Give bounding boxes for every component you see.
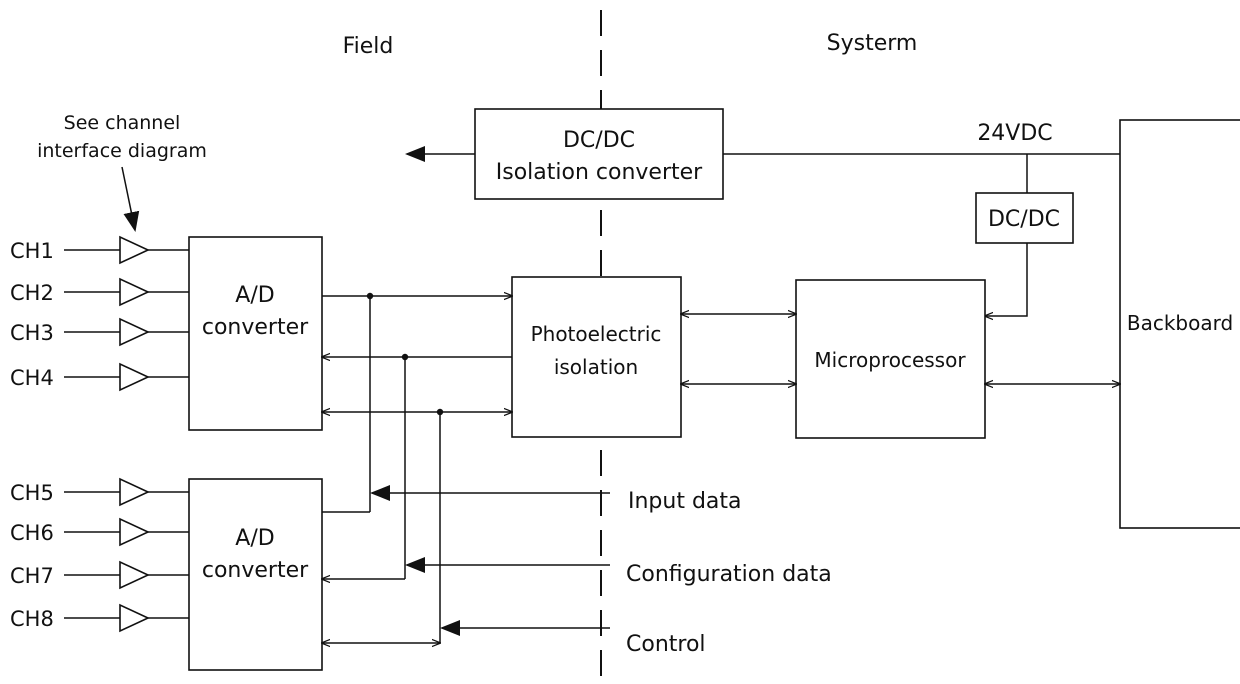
channel-label: CH5 — [10, 481, 54, 505]
buffer-amplifier-icon — [119, 560, 150, 590]
local-dcdc-block — [975, 192, 1074, 244]
input-data-label: Input data — [628, 489, 742, 514]
config-data-label: Configuration data — [626, 562, 832, 587]
channel-1: CH1 — [10, 235, 189, 265]
channel-label: CH8 — [10, 607, 54, 631]
channel-label: CH1 — [10, 239, 54, 263]
channel-label: CH2 — [10, 281, 54, 305]
dcdc-to-micro-line — [985, 243, 1028, 316]
isolation-converter-block — [474, 108, 724, 200]
adc-top-line1: A/D — [235, 283, 274, 308]
channel-4: CH4 — [10, 362, 189, 392]
photoelectric-isolation-block — [511, 276, 682, 438]
microprocessor-label: Microprocessor — [814, 348, 966, 372]
backboard-label: Backboard — [1127, 311, 1233, 335]
buffer-amplifier-icon — [119, 277, 150, 307]
buffer-amplifier-icon — [119, 235, 150, 265]
buffer-amplifier-icon — [119, 317, 150, 347]
microprocessor-block — [795, 279, 986, 439]
photo-line1: Photoelectric — [531, 322, 662, 346]
channel-label: CH6 — [10, 521, 54, 545]
channel-note-line2: interface diagram — [37, 140, 207, 162]
adc-bottom-line2: converter — [202, 558, 309, 583]
photo-line2: isolation — [554, 355, 638, 379]
isolation-converter-line1: DC/DC — [563, 128, 635, 153]
buffer-amplifier-icon — [119, 362, 150, 392]
adc-top-block — [188, 236, 323, 431]
isolation-converter-line2: Isolation converter — [496, 160, 703, 185]
channel-3: CH3 — [10, 317, 189, 347]
buffer-amplifier-icon — [119, 477, 150, 507]
local-dcdc-label: DC/DC — [988, 207, 1060, 232]
channel-6: CH6 — [10, 517, 189, 547]
system-label: Systerm — [827, 31, 918, 56]
field-label: Field — [343, 34, 394, 59]
channel-label: CH4 — [10, 366, 54, 390]
junction-input — [366, 292, 374, 300]
channel-2: CH2 — [10, 277, 189, 307]
junction-config — [401, 353, 409, 361]
channel-label: CH7 — [10, 564, 54, 588]
supply-label: 24VDC — [977, 121, 1052, 146]
channel-7: CH7 — [10, 560, 189, 590]
channel-5: CH5 — [10, 477, 189, 507]
backboard-block — [1119, 119, 1240, 529]
adc-bottom-line1: A/D — [235, 526, 274, 551]
control-label: Control — [626, 632, 706, 657]
adc-top-line2: converter — [202, 315, 309, 340]
buffer-amplifier-icon — [119, 603, 150, 633]
channel-note-line1: See channel — [64, 112, 181, 134]
channel-label: CH3 — [10, 321, 54, 345]
channel-8: CH8 — [10, 603, 189, 633]
buffer-amplifier-icon — [119, 517, 150, 547]
channel-note-arrow — [121, 166, 140, 232]
junction-control — [436, 408, 444, 416]
adc-bottom-block — [188, 478, 323, 671]
